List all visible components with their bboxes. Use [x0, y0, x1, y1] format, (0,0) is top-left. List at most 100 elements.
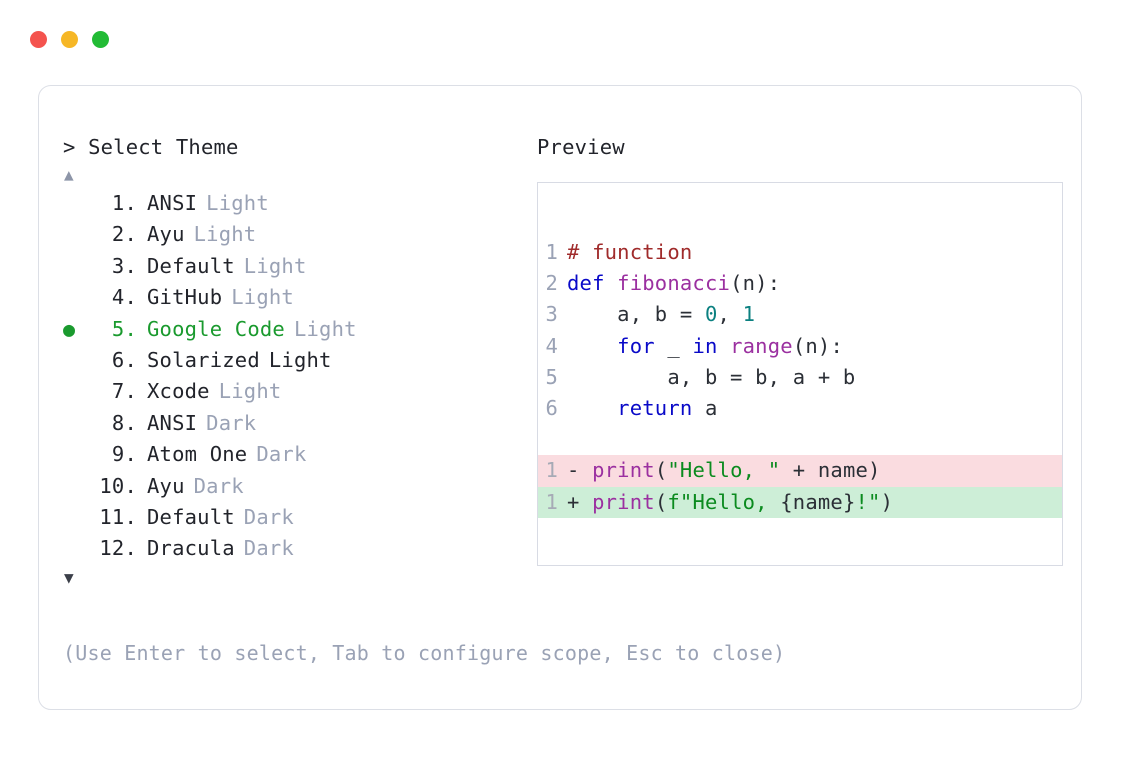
code-line-number: 6 — [545, 395, 558, 420]
selected-bullet-icon: ● — [63, 282, 91, 313]
selected-bullet-icon: ● — [63, 471, 91, 502]
theme-item-name: Default — [147, 253, 235, 278]
preview-label: Preview — [537, 135, 625, 159]
code-line-number: 2 — [545, 271, 558, 296]
theme-list: ●1.ANSILight●2.AyuLight●3.DefaultLight●4… — [63, 188, 533, 565]
theme-item-variant: Light — [293, 316, 357, 341]
theme-list-item[interactable]: ● 6. Solarized Light — [63, 345, 533, 376]
code-line-number: 4 — [545, 333, 558, 358]
diff-sign: - — [567, 458, 593, 483]
code-token: , — [717, 302, 743, 327]
theme-item-number: 3. — [111, 253, 137, 278]
code-line-text: print(f"Hello, {name}!") — [592, 487, 893, 518]
code-token: fibonacci — [617, 271, 731, 296]
maximize-button[interactable] — [92, 31, 109, 48]
code-token — [567, 334, 617, 358]
theme-item-variant: Light — [206, 191, 269, 215]
theme-item-name: Default — [147, 504, 235, 529]
theme-item-variant: Light — [243, 253, 307, 278]
theme-selector-panel: > Select Theme ▲ ●1.ANSILight●2.AyuLight… — [63, 132, 533, 591]
diff-sign: + — [567, 489, 593, 514]
minimize-button[interactable] — [61, 31, 78, 48]
theme-item-variant: Dark — [206, 410, 257, 435]
selected-bullet-icon: ● — [63, 439, 91, 470]
theme-item-name: Solarized — [147, 347, 260, 372]
theme-list-item[interactable]: ● 12. Dracula Dark — [63, 533, 533, 564]
code-token: ( — [654, 489, 668, 514]
code-blank-line — [538, 424, 1062, 455]
code-line: 6 return a — [538, 393, 1062, 424]
keyboard-hint: (Use Enter to select, Tab to configure s… — [63, 641, 786, 665]
selected-bullet-icon: ● — [63, 408, 91, 439]
selected-bullet-icon: ● — [63, 533, 91, 564]
theme-list-item[interactable]: ● 8. ANSI Dark — [63, 408, 533, 439]
theme-item-name: ANSI — [147, 191, 198, 215]
selected-bullet-icon: ● — [63, 251, 91, 282]
selected-bullet-icon: ● — [63, 345, 91, 376]
code-token: a, b = — [567, 302, 705, 327]
code-line: 2 def fibonacci(n): — [538, 268, 1062, 299]
code-line-text: print("Hello, " + name) — [592, 455, 881, 486]
theme-item-number: 11. — [99, 504, 137, 529]
code-token: a — [692, 395, 718, 420]
theme-item-variant: Light — [268, 347, 332, 372]
code-line-number: 1 — [545, 458, 558, 483]
theme-item-variant: Dark — [243, 536, 294, 561]
code-line-text: return a — [567, 393, 718, 424]
theme-item-number: 5. — [111, 316, 137, 341]
diff-added-line: 1+ print(f"Hello, {name}!") — [538, 486, 1062, 518]
code-token: _ — [654, 333, 693, 358]
code-line: 5 a, b = b, a + b — [538, 362, 1062, 393]
code-token: print — [592, 489, 655, 514]
theme-item-name: ANSI — [147, 410, 198, 435]
code-line-number: 5 — [545, 364, 558, 389]
theme-item-name: GitHub — [147, 285, 223, 310]
theme-list-item[interactable]: ● 11. Default Dark — [63, 502, 533, 533]
code-token: !" — [855, 489, 881, 514]
scroll-up-icon[interactable]: ▲ — [64, 165, 74, 184]
theme-item-variant: Dark — [256, 442, 307, 467]
code-token: 0 — [704, 302, 718, 327]
theme-selector-card: > Select Theme ▲ ●1.ANSILight●2.AyuLight… — [38, 85, 1082, 710]
theme-list-item[interactable]: ● 5. Google Code Light — [63, 314, 533, 345]
code-line-number: 3 — [545, 302, 558, 327]
theme-item-name: Ayu — [147, 473, 185, 498]
close-button[interactable] — [30, 31, 47, 48]
code-token: def — [567, 271, 618, 296]
theme-item-number: 1. — [111, 191, 137, 215]
theme-item-number: 12. — [99, 536, 137, 561]
scroll-down-icon[interactable]: ▼ — [64, 567, 74, 587]
code-line-text: def fibonacci(n): — [567, 268, 780, 299]
code-token: in — [692, 333, 718, 358]
diff-removed-line: 1- print("Hello, " + name) — [538, 455, 1062, 487]
code-line: 3 a, b = 0, 1 — [538, 299, 1062, 330]
code-token: "Hello, " — [667, 458, 781, 483]
theme-item-name: Google Code — [147, 316, 285, 341]
selected-bullet-icon: ● — [63, 316, 76, 341]
theme-item-number: 4. — [111, 285, 137, 310]
theme-item-number: 6. — [111, 347, 137, 372]
theme-item-name: Atom One — [147, 442, 248, 467]
code-token: a, b = b, a + b — [567, 364, 856, 389]
code-line-text: for _ in range(n): — [567, 331, 843, 362]
theme-item-variant: Dark — [243, 504, 294, 529]
code-token: ( — [654, 458, 668, 483]
code-token: f"Hello, — [667, 489, 781, 514]
theme-item-number: 8. — [111, 410, 137, 435]
theme-item-variant: Light — [193, 222, 257, 247]
theme-list-item[interactable]: ● 3. Default Light — [63, 251, 533, 282]
code-token — [567, 396, 617, 420]
theme-item-name: Dracula — [147, 536, 235, 561]
code-token: (n): — [792, 333, 843, 358]
code-token: # function — [567, 240, 693, 264]
selected-bullet-icon: ● — [63, 502, 91, 533]
code-token: return — [617, 395, 693, 420]
